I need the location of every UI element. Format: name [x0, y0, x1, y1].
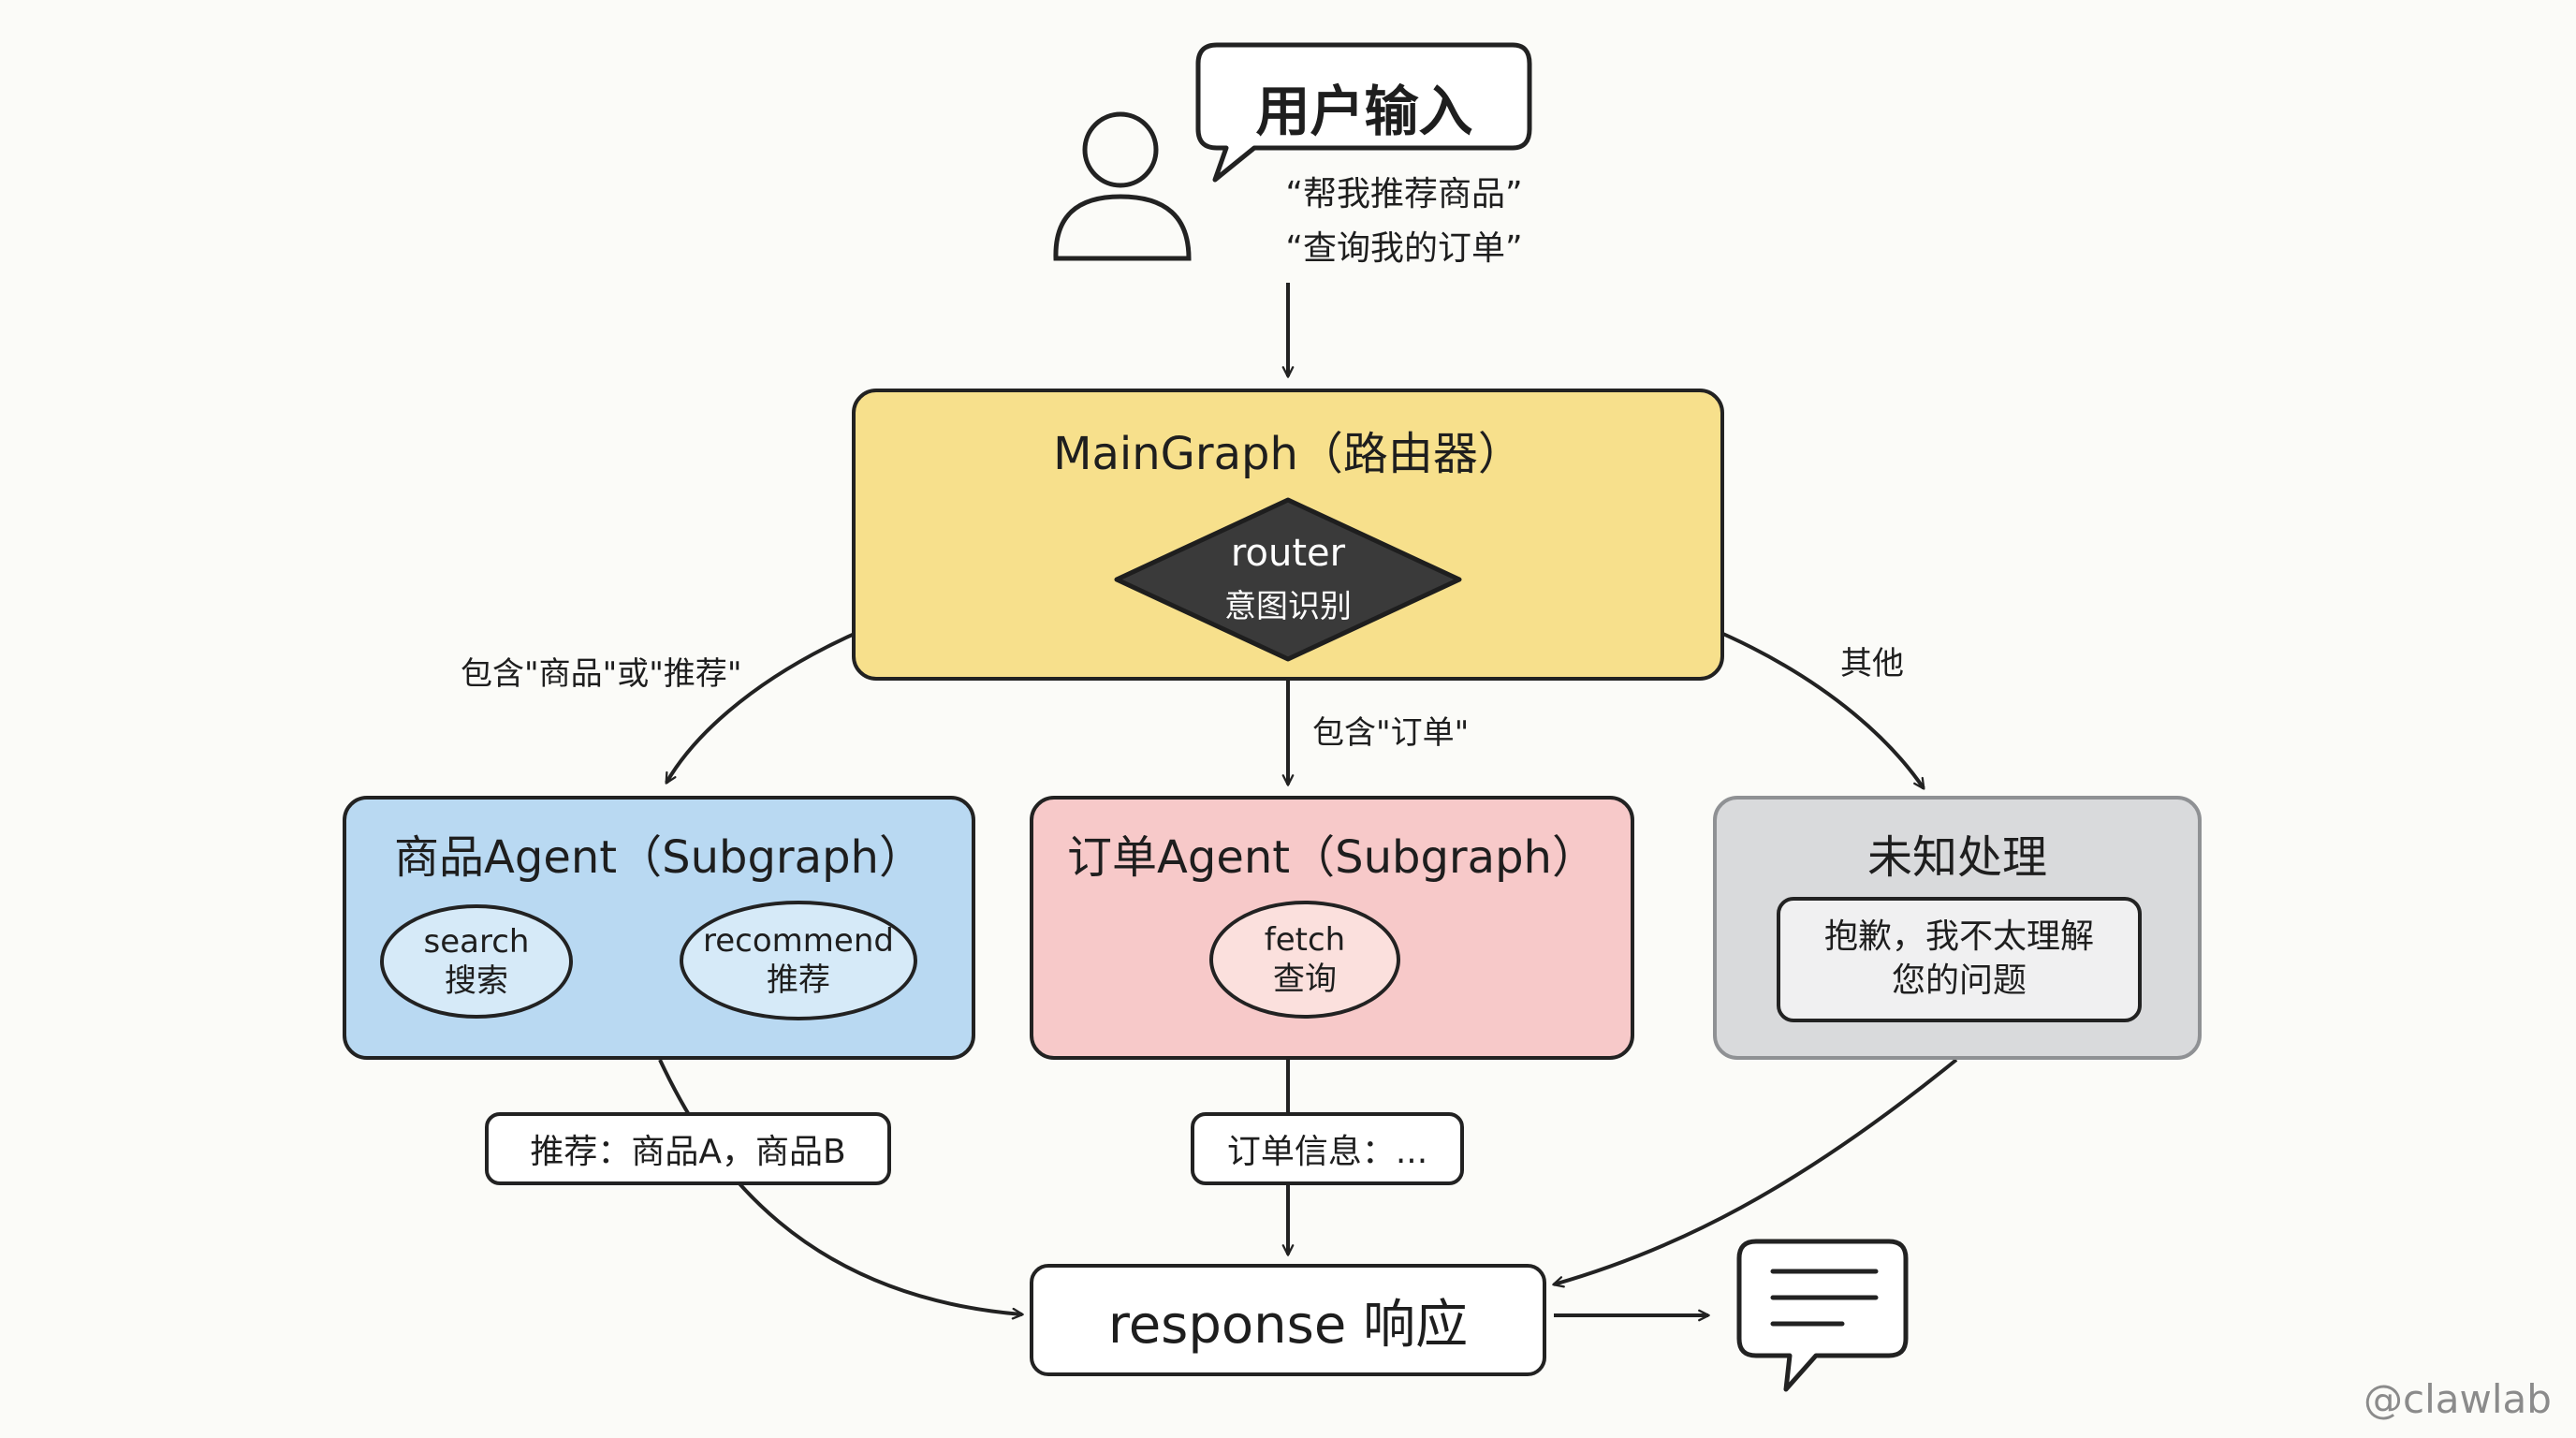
watermark: @clawlab: [2364, 1376, 2552, 1422]
speech-bubble-icon: [1195, 42, 1532, 183]
edge-label-other: 其他: [1840, 645, 1904, 682]
response-label: response 响应: [1107, 1294, 1469, 1356]
user-input-title: 用户输入: [1255, 80, 1473, 143]
unknown-title: 未知处理: [1866, 831, 2047, 884]
order-agent-title: 订单Agent（Subgraph）: [1067, 831, 1597, 884]
user-icon: [1053, 111, 1192, 261]
recommend-node-desc: 推荐: [767, 961, 830, 999]
edge-label-goods: 包含"商品"或"推荐": [461, 655, 742, 693]
unknown-reply-box: 抱歉，我不太理解 您的问题: [1777, 897, 2142, 1022]
fetch-node-name: fetch: [1264, 920, 1346, 959]
goods-agent-title: 商品Agent（Subgraph）: [394, 831, 924, 884]
chat-message-icon: [1736, 1239, 1909, 1392]
goods-output-tag: 推荐：商品A，商品B: [485, 1112, 891, 1185]
recommend-node: recommend 推荐: [680, 901, 917, 1020]
order-output-tag: 订单信息：...: [1191, 1112, 1464, 1185]
arrow-unknown-to-response: [1552, 1058, 1958, 1288]
edge-label-order: 包含"订单": [1312, 714, 1470, 752]
unknown-reply-line-1: 抱歉，我不太理解: [1823, 917, 2094, 957]
unknown-reply-line-2: 您的问题: [1891, 961, 2027, 1000]
router-desc: 意图识别: [1224, 588, 1352, 625]
router-name: router: [1230, 532, 1346, 575]
response-box: response 响应: [1030, 1264, 1546, 1376]
arrow-goods-to-response: [658, 1059, 1024, 1320]
search-node: search 搜索: [380, 904, 573, 1019]
user-input-example-1: “帮我推荐商品”: [1285, 175, 1523, 213]
recommend-node-name: recommend: [703, 921, 894, 960]
user-input-example-2: “查询我的订单”: [1285, 229, 1523, 268]
fetch-node: fetch 查询: [1209, 901, 1400, 1019]
search-node-desc: 搜索: [445, 962, 508, 1000]
router-diamond: [1114, 497, 1462, 662]
main-graph-title: MainGraph（路由器）: [1053, 428, 1523, 480]
search-node-name: search: [423, 922, 530, 961]
fetch-node-desc: 查询: [1273, 961, 1337, 998]
